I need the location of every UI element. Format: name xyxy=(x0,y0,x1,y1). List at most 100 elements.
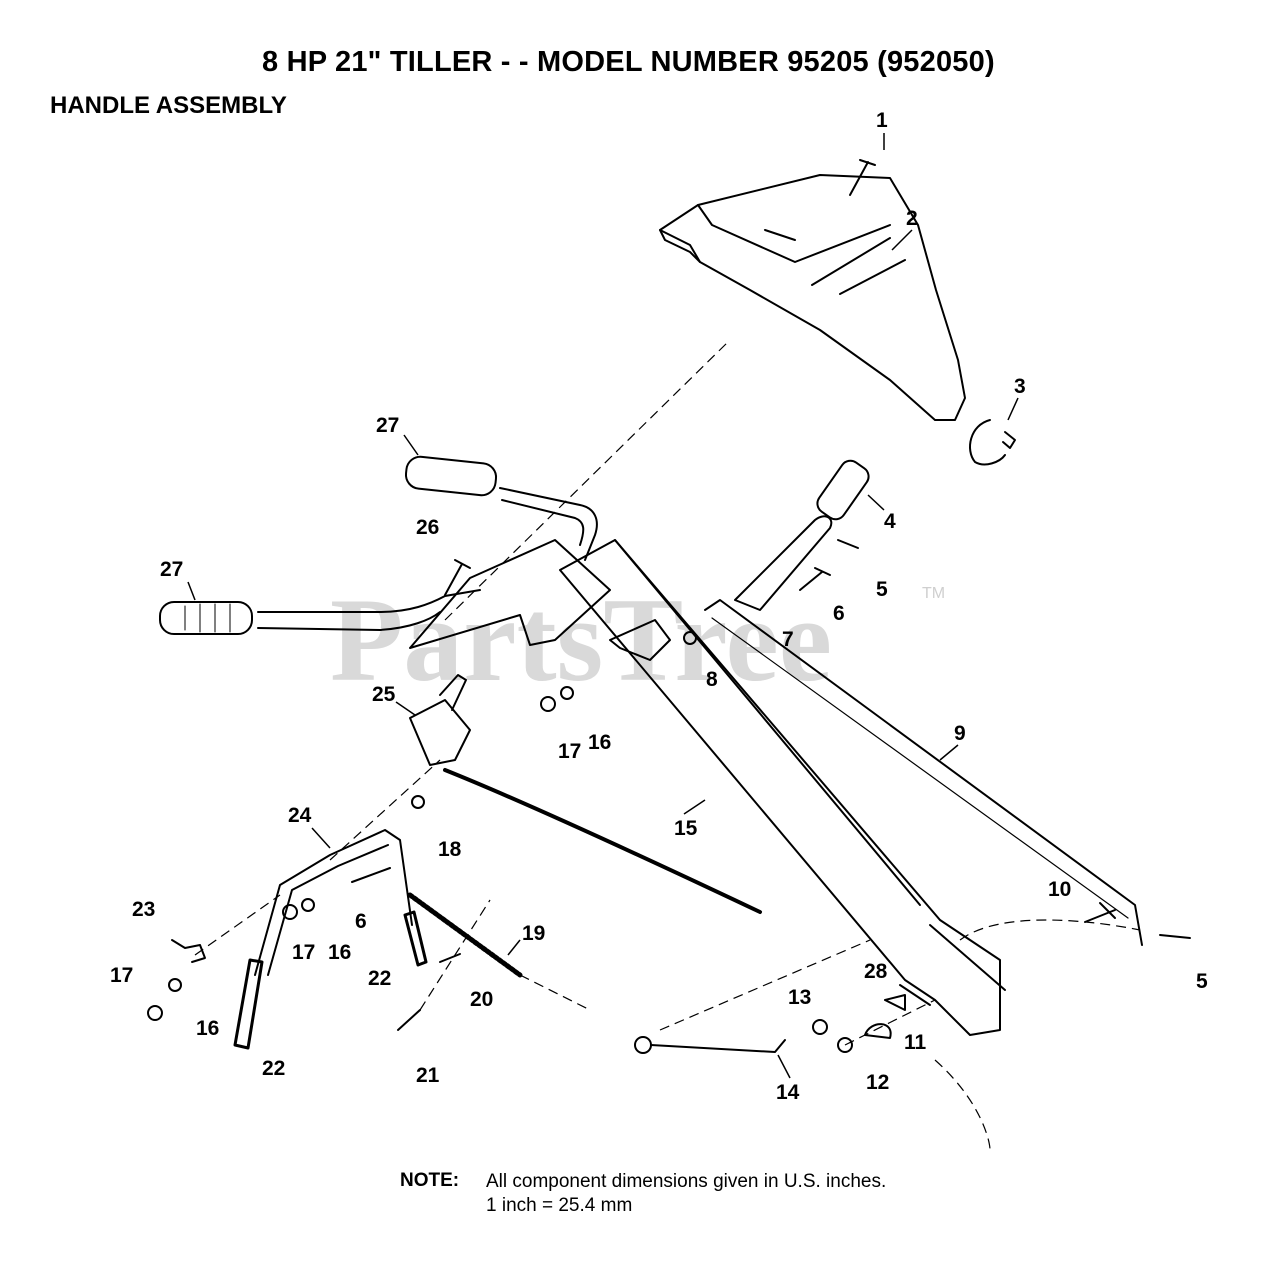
leader-27b xyxy=(187,581,196,601)
note-label: NOTE: xyxy=(400,1170,460,1191)
callout-7: 7 xyxy=(782,628,794,651)
bolt-6-upper xyxy=(799,567,831,591)
guide-line-19 xyxy=(519,974,591,1011)
washer-16-upper xyxy=(560,686,574,700)
leader-3 xyxy=(1007,397,1019,421)
callout-15: 15 xyxy=(674,817,698,840)
clip-23 xyxy=(171,939,206,963)
leader-15 xyxy=(683,799,706,815)
note: NOTE: All component dimensions given in U… xyxy=(400,1170,886,1218)
hairpin-5-lower xyxy=(1159,934,1191,939)
watermark-trademark: TM xyxy=(922,585,945,602)
leader-14 xyxy=(777,1054,791,1079)
leader-25 xyxy=(395,701,416,716)
depth-rod xyxy=(650,1039,786,1053)
guide-line-engine xyxy=(959,919,1141,941)
grip-lower-texture xyxy=(184,603,231,633)
console-slot xyxy=(764,229,796,241)
callout-18: 18 xyxy=(438,838,462,861)
leader-24 xyxy=(311,827,331,849)
handle-bracket-slot xyxy=(609,619,671,661)
nut-17-upper xyxy=(540,696,556,712)
callout-2: 2 xyxy=(906,207,918,230)
shift-rod-inner xyxy=(711,617,1129,919)
nut-8 xyxy=(683,631,697,645)
callout-17a: 17 xyxy=(558,740,581,763)
callout-19: 19 xyxy=(522,922,545,945)
control-lever xyxy=(439,674,467,711)
bolt-21 xyxy=(397,1009,421,1031)
callout-16c: 16 xyxy=(196,1017,219,1040)
nut-18 xyxy=(411,795,425,809)
sleeve-lower xyxy=(233,958,264,1050)
callout-6b: 6 xyxy=(355,910,367,933)
callout-23: 23 xyxy=(132,898,155,921)
leader-27a xyxy=(403,434,419,456)
bail-lever-inner xyxy=(267,844,389,976)
shift-knob xyxy=(816,459,870,521)
watermark: PartsTree xyxy=(330,573,832,706)
nut-17-lower xyxy=(147,1005,163,1021)
leader-19 xyxy=(507,939,521,956)
callout-10: 10 xyxy=(1048,878,1071,901)
console-panel xyxy=(659,174,966,421)
leader-4 xyxy=(867,494,885,511)
bolt-10 xyxy=(1084,902,1116,923)
callout-4: 4 xyxy=(884,510,896,533)
shift-rod xyxy=(704,599,1143,946)
clip-ring xyxy=(969,419,1006,466)
bolt-1 xyxy=(849,159,876,196)
grip-lower xyxy=(159,601,253,635)
clutch-cable xyxy=(443,768,762,914)
sleeve-upper xyxy=(403,910,428,967)
callout-27b: 27 xyxy=(160,558,183,581)
callout-17c: 17 xyxy=(110,964,133,987)
guide-line-21 xyxy=(419,899,491,1011)
guide-line-console xyxy=(444,339,731,621)
washer-13 xyxy=(812,1019,828,1035)
hairpin-5-upper xyxy=(837,539,859,549)
spring xyxy=(407,892,523,978)
handle-bracket xyxy=(409,539,611,649)
guide-line-14 xyxy=(659,939,871,1031)
console-panel-edge xyxy=(659,204,906,295)
leader-9 xyxy=(939,744,959,761)
callout-27a: 27 xyxy=(376,414,399,437)
callout-5a: 5 xyxy=(876,578,888,601)
callout-16b: 16 xyxy=(328,941,351,964)
handle-bar-upper xyxy=(499,487,598,561)
handle-bar-upper-inner xyxy=(501,499,585,546)
diagram-title: 8 HP 21" TILLER - - MODEL NUMBER 95205 (… xyxy=(262,46,995,78)
callout-16a: 16 xyxy=(588,731,611,754)
callout-14: 14 xyxy=(776,1081,800,1104)
knob-28 xyxy=(884,994,906,1011)
callout-1: 1 xyxy=(876,109,888,132)
grip-upper xyxy=(404,455,498,497)
callout-6a: 6 xyxy=(833,602,845,625)
callout-22b: 22 xyxy=(262,1057,285,1080)
note-line-1: All component dimensions given in U.S. i… xyxy=(486,1171,887,1192)
guide-line-frame xyxy=(934,1059,991,1151)
callout-9: 9 xyxy=(954,722,966,745)
guide-line-bail xyxy=(329,759,441,861)
washer-16-mid xyxy=(301,898,315,912)
note-line-2: 1 inch = 25.4 mm xyxy=(486,1195,633,1216)
callout-17b: 17 xyxy=(292,941,315,964)
callout-28: 28 xyxy=(864,960,888,983)
nut-12 xyxy=(837,1037,853,1053)
guide-line-12 xyxy=(844,999,936,1046)
callout-3: 3 xyxy=(1014,375,1026,398)
callout-22a: 22 xyxy=(368,967,391,990)
nut-17-mid xyxy=(282,904,298,920)
depth-rod-ball xyxy=(634,1036,652,1054)
leader-2 xyxy=(891,229,913,251)
handle-bar-lower-inner xyxy=(257,611,441,631)
callout-13: 13 xyxy=(788,986,811,1009)
callout-21: 21 xyxy=(416,1064,440,1087)
bushing-11 xyxy=(864,1023,892,1039)
callouts: 1 2 3 4 5 6 7 8 9 10 11 12 13 14 15 16 1… xyxy=(110,109,1208,1104)
callout-12: 12 xyxy=(866,1071,889,1094)
callout-24: 24 xyxy=(288,804,312,827)
bolt-26 xyxy=(444,559,471,596)
